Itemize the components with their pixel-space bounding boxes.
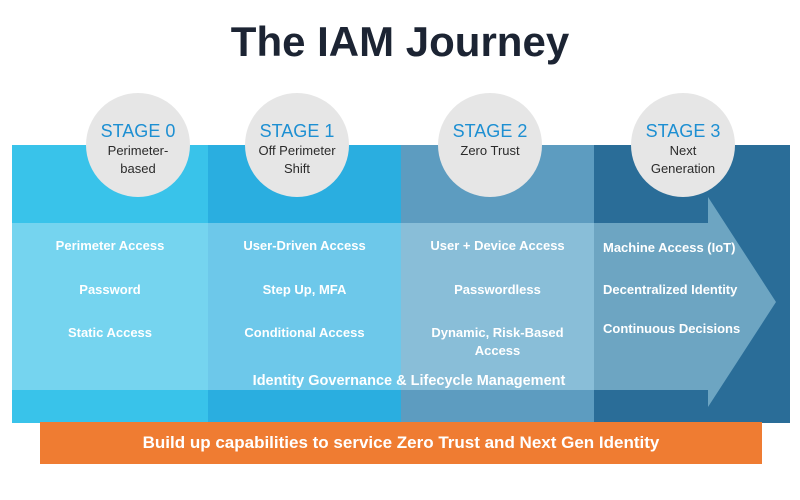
stage-0-title: STAGE 0 bbox=[100, 121, 176, 141]
stage-0-item: Perimeter Access bbox=[55, 238, 165, 253]
journey-arrow bbox=[12, 197, 776, 407]
stage-1-subtitle-line1: Off Perimeter bbox=[258, 143, 336, 158]
stage-2-item: User + Device Access bbox=[430, 238, 565, 253]
stage-1-item: Step Up, MFA bbox=[262, 282, 347, 297]
stage-0-badge: STAGE 0 Perimeter- based bbox=[86, 93, 190, 197]
stage-3-item: Continuous Decisions bbox=[603, 321, 741, 336]
stage-3-subtitle-line1: Next bbox=[669, 143, 697, 158]
governance-label: Identity Governance & Lifecycle Manageme… bbox=[252, 373, 566, 389]
stage-2-item: Passwordless bbox=[454, 282, 541, 297]
stage-0-item: Password bbox=[79, 282, 141, 297]
stage-3-item: Decentralized Identity bbox=[603, 282, 738, 297]
stage-0-item: Static Access bbox=[67, 325, 153, 340]
stage-3-item: Machine Access (IoT) bbox=[603, 240, 736, 255]
stage-2-item: Access bbox=[474, 343, 521, 358]
stage-2-badge: STAGE 2 Zero Trust bbox=[438, 93, 542, 197]
stage-0-subtitle-line2: based bbox=[120, 161, 156, 176]
stage-3-subtitle-line2: Generation bbox=[650, 161, 716, 176]
stage-1-title: STAGE 1 bbox=[259, 121, 335, 141]
capabilities-banner: Build up capabilities to service Zero Tr… bbox=[40, 422, 762, 464]
stage-2-title: STAGE 2 bbox=[452, 121, 528, 141]
stage-1-badge: STAGE 1 Off Perimeter Shift bbox=[245, 93, 349, 197]
stage-0-column bbox=[12, 145, 208, 423]
page-title: The IAM Journey bbox=[230, 18, 570, 65]
stage-1-item: User-Driven Access bbox=[243, 238, 366, 253]
stage-2-subtitle-line1: Zero Trust bbox=[460, 143, 520, 158]
stage-1-subtitle-line2: Shift bbox=[283, 161, 310, 176]
stage-2-item: Dynamic, Risk-Based bbox=[431, 325, 564, 340]
journey-arrow-shape bbox=[12, 197, 776, 407]
stage-0-subtitle-line1: Perimeter- bbox=[107, 143, 169, 158]
stage-3-title: STAGE 3 bbox=[645, 121, 721, 141]
stage-3-badge: STAGE 3 Next Generation bbox=[631, 93, 735, 197]
stage-1-item: Conditional Access bbox=[244, 325, 365, 340]
